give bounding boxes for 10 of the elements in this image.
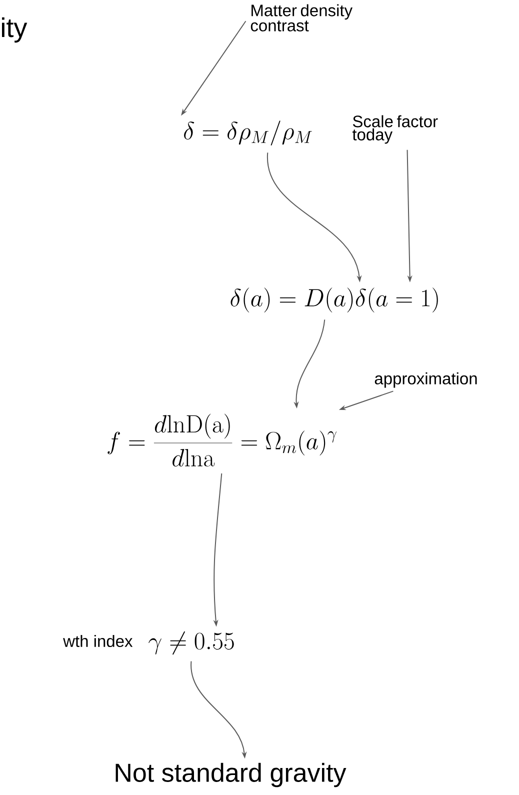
- title: ity: [2, 17, 28, 43]
- annotation-text: Matter density contrast: [250, 4, 352, 32]
- equation: $\delta(a) = D(a)\delta(a=1)$: [230, 288, 438, 312]
- annotation-text: Scale factor today: [352, 115, 438, 144]
- equation: $f = \frac{d\mathrm{lnD(a)}}{d\mathrm{lna}} = \Omega_m(a)^\gamma$: [108, 414, 337, 467]
- annotation-text: approximation: [374, 372, 477, 388]
- equation: $\gamma \neq 0.55$: [148, 631, 234, 655]
- equation: $\delta = \delta\rho_M/\rho_M$: [184, 120, 312, 146]
- annotation-text: wth index: [63, 634, 133, 648]
- conclusion-text: Not standard gravity: [116, 762, 346, 788]
